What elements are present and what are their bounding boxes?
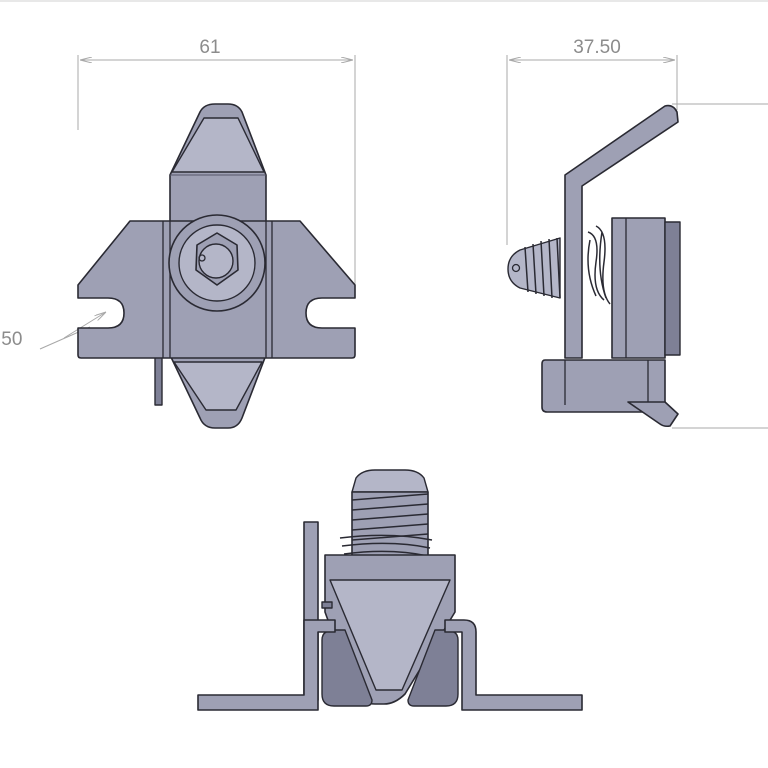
dimension-side-depth: 37.50 xyxy=(506,37,768,429)
front-view: 61 .50 xyxy=(0,37,356,429)
pin-hole xyxy=(198,254,206,262)
bottom-block-face xyxy=(329,579,451,691)
block-body xyxy=(611,217,666,359)
side-pin xyxy=(154,354,163,406)
bottom-left-flange xyxy=(197,619,336,711)
lower-tip xyxy=(627,401,679,428)
bottom-stud-cap xyxy=(351,469,429,493)
bottom-right-flange xyxy=(444,619,583,711)
top-tab-bevel xyxy=(171,117,265,173)
bottom-stud-threads xyxy=(351,493,429,541)
bottom-view xyxy=(197,469,583,711)
dimension-label-radius: .50 xyxy=(0,329,22,350)
dimension-front-width: 61 xyxy=(77,37,356,285)
bottom-tab-bevel xyxy=(173,361,263,411)
block-face xyxy=(664,221,681,356)
bottom-small-tab xyxy=(321,601,333,609)
stud-threads xyxy=(524,237,561,299)
thread-end xyxy=(198,243,234,279)
stud-pin-hole xyxy=(511,263,521,273)
spring xyxy=(587,225,611,305)
upper-arm xyxy=(564,104,679,359)
bottom-threaded-stud xyxy=(351,491,429,561)
dimension-label-37-50: 37.50 xyxy=(573,37,621,58)
dimension-label-61: 61 xyxy=(199,37,220,58)
side-view: 37.50 xyxy=(506,37,768,429)
